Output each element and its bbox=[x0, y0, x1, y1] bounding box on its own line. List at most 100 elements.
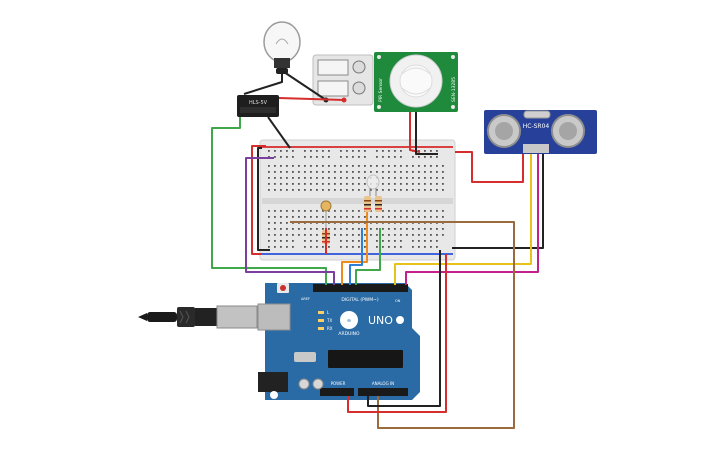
breadboard-hole bbox=[340, 177, 342, 179]
breadboard-hole bbox=[418, 228, 420, 230]
photoresistor bbox=[320, 200, 332, 228]
power-supply-knob-bottom[interactable] bbox=[352, 81, 366, 95]
breadboard-hole bbox=[400, 150, 402, 152]
breadboard-hole bbox=[268, 240, 270, 242]
wire-bulb-relay-black bbox=[243, 74, 283, 95]
breadboard-hole bbox=[328, 156, 330, 158]
breadboard-hole bbox=[442, 216, 444, 218]
breadboard-hole bbox=[382, 228, 384, 230]
breadboard-hole bbox=[376, 156, 378, 158]
breadboard-hole bbox=[400, 165, 402, 167]
breadboard-hole bbox=[334, 234, 336, 236]
breadboard-hole bbox=[328, 150, 330, 152]
breadboard-hole bbox=[292, 210, 294, 212]
breadboard-hole bbox=[304, 189, 306, 191]
wire-brown-loop bbox=[290, 221, 515, 429]
breadboard-hole bbox=[292, 189, 294, 191]
breadboard-hole bbox=[274, 165, 276, 167]
breadboard-hole bbox=[304, 216, 306, 218]
breadboard-hole bbox=[400, 234, 402, 236]
breadboard-hole bbox=[286, 189, 288, 191]
breadboard-hole bbox=[280, 222, 282, 224]
breadboard-hole bbox=[334, 165, 336, 167]
arduino-brand: ARDUINO bbox=[338, 331, 360, 337]
breadboard-hole bbox=[352, 189, 354, 191]
breadboard-hole bbox=[424, 246, 426, 248]
breadboard-hole bbox=[370, 171, 372, 173]
breadboard-hole bbox=[352, 246, 354, 248]
breadboard-hole bbox=[412, 165, 414, 167]
breadboard-hole bbox=[310, 246, 312, 248]
breadboard-hole bbox=[388, 156, 390, 158]
on-led-label: ON bbox=[395, 299, 401, 303]
breadboard-hole bbox=[364, 216, 366, 218]
breadboard-hole bbox=[418, 183, 420, 185]
breadboard-hole bbox=[394, 177, 396, 179]
breadboard-hole bbox=[394, 171, 396, 173]
breadboard-hole bbox=[364, 228, 366, 230]
breadboard-hole bbox=[268, 228, 270, 230]
reset-button[interactable] bbox=[280, 285, 286, 291]
breadboard-hole bbox=[358, 183, 360, 185]
wire-pot-orange bbox=[341, 212, 368, 285]
breadboard-hole bbox=[406, 210, 408, 212]
breadboard-hole bbox=[352, 210, 354, 212]
breadboard-hole bbox=[346, 165, 348, 167]
breadboard-hole bbox=[292, 246, 294, 248]
breadboard-hole bbox=[316, 165, 318, 167]
breadboard-hole bbox=[274, 183, 276, 185]
breadboard-hole bbox=[382, 216, 384, 218]
breadboard-hole bbox=[358, 165, 360, 167]
breadboard-hole bbox=[394, 228, 396, 230]
breadboard-hole bbox=[412, 189, 414, 191]
breadboard-hole bbox=[328, 171, 330, 173]
breadboard-hole bbox=[310, 150, 312, 152]
breadboard-hole bbox=[304, 246, 306, 248]
pir-label-right: SEN-13285 bbox=[451, 77, 457, 102]
breadboard-hole bbox=[346, 234, 348, 236]
wire-pir-breadboard-black bbox=[415, 112, 438, 155]
breadboard-hole bbox=[340, 183, 342, 185]
breadboard-hole bbox=[394, 150, 396, 152]
breadboard-hole bbox=[328, 189, 330, 191]
digital-header bbox=[313, 284, 408, 292]
breadboard-hole bbox=[388, 234, 390, 236]
breadboard-hole bbox=[268, 177, 270, 179]
breadboard-hole bbox=[274, 171, 276, 173]
breadboard-hole bbox=[352, 216, 354, 218]
breadboard-hole bbox=[292, 156, 294, 158]
breadboard-hole bbox=[334, 189, 336, 191]
breadboard-hole bbox=[388, 216, 390, 218]
relay-label: HLS-5V bbox=[249, 100, 268, 106]
breadboard-hole bbox=[346, 240, 348, 242]
breadboard-hole bbox=[310, 210, 312, 212]
breadboard-hole bbox=[388, 246, 390, 248]
breadboard-hole bbox=[400, 228, 402, 230]
breadboard-hole bbox=[442, 228, 444, 230]
breadboard-hole bbox=[286, 210, 288, 212]
breadboard-hole bbox=[274, 246, 276, 248]
breadboard-hole bbox=[322, 246, 324, 248]
power-supply-knob-top[interactable] bbox=[352, 60, 366, 74]
breadboard-hole bbox=[280, 165, 282, 167]
breadboard-hole bbox=[424, 228, 426, 230]
wire-led-blue bbox=[349, 228, 363, 285]
breadboard-hole bbox=[328, 246, 330, 248]
breadboard-hole bbox=[304, 183, 306, 185]
breadboard-hole bbox=[418, 165, 420, 167]
breadboard-hole bbox=[376, 165, 378, 167]
breadboard-hole bbox=[304, 210, 306, 212]
breadboard-hole bbox=[442, 234, 444, 236]
breadboard-hole bbox=[388, 240, 390, 242]
breadboard-hole bbox=[352, 177, 354, 179]
breadboard-hole bbox=[334, 216, 336, 218]
breadboard-hole bbox=[322, 189, 324, 191]
breadboard-hole bbox=[274, 177, 276, 179]
atmega-chip bbox=[328, 350, 403, 368]
rx-led-label: RX bbox=[327, 326, 333, 331]
breadboard-hole bbox=[358, 240, 360, 242]
breadboard-hole bbox=[310, 228, 312, 230]
wire-relay-arduino-green bbox=[211, 117, 327, 285]
breadboard-hole bbox=[298, 228, 300, 230]
breadboard-hole bbox=[352, 234, 354, 236]
